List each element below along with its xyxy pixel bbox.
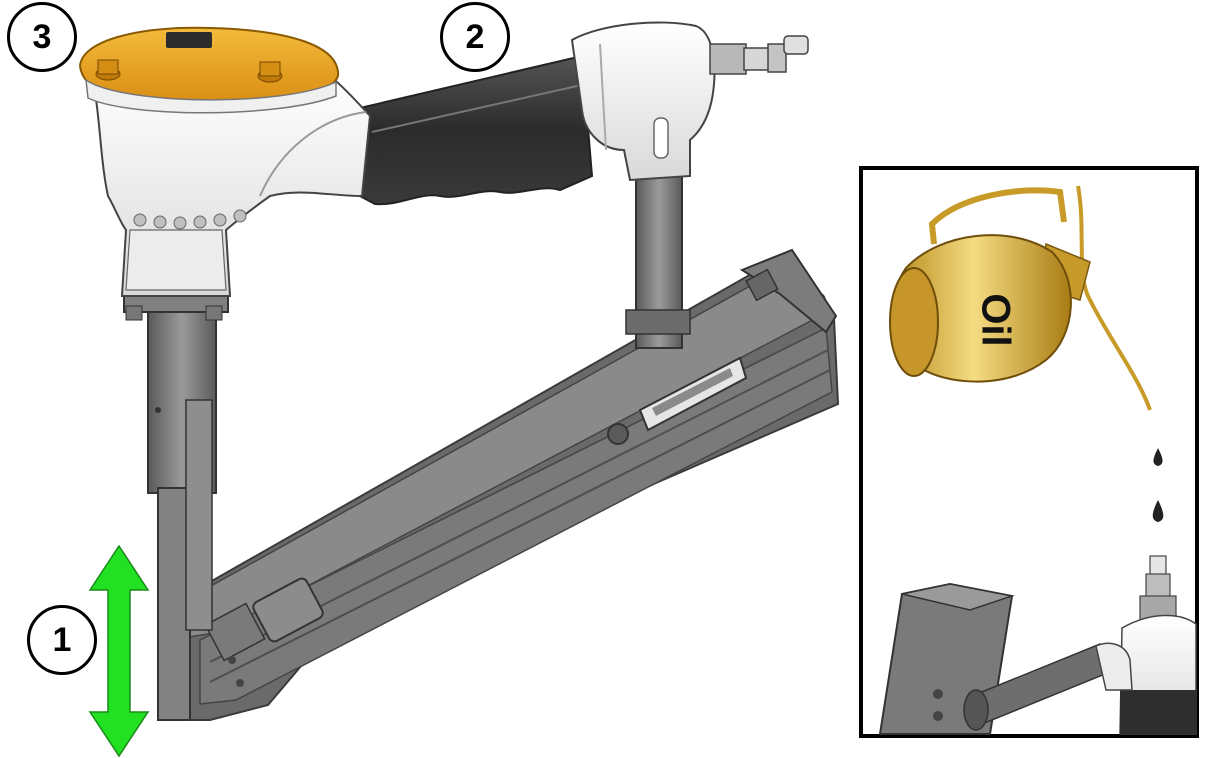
callout-3: 3 — [7, 2, 77, 72]
inset-arm — [963, 642, 1133, 731]
air-inlet-fitting — [1119, 555, 1197, 735]
head-body — [90, 74, 372, 297]
oiling-inset: Oil — [859, 166, 1199, 738]
rear-column — [625, 167, 691, 349]
handle-grip — [359, 54, 594, 206]
rear-housing — [570, 21, 809, 182]
oil-can-icon — [889, 185, 1152, 411]
oil-drop-icon — [1153, 448, 1163, 466]
double-vertical-arrow-icon — [88, 544, 150, 758]
oil-drop-icon — [1152, 500, 1164, 522]
callout-1: 1 — [27, 605, 97, 675]
callout-2: 2 — [440, 2, 510, 72]
magazine — [157, 248, 840, 721]
vent-holes — [133, 209, 247, 230]
oil-label: Oil — [973, 293, 1017, 346]
top-cap — [78, 26, 340, 114]
nail-gun — [78, 21, 840, 721]
